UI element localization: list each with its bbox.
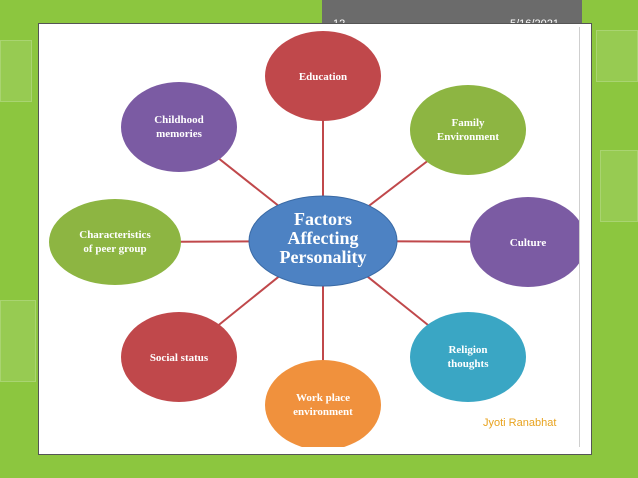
node-childhood-label: Childhood: [154, 114, 204, 126]
node-education-label: Education: [299, 71, 347, 83]
node-religion: Religion thoughts: [410, 312, 526, 402]
node-culture-label: Culture: [510, 237, 547, 249]
node-workplace-label-2: environment: [293, 406, 353, 418]
node-childhood: Childhood memories: [121, 82, 237, 172]
node-education-circle: [265, 31, 381, 121]
node-peer-label-2: of peer group: [83, 243, 146, 255]
node-culture-circle: [470, 197, 579, 287]
node-childhood-circle: [121, 82, 237, 172]
center-node-label-2: Affecting: [288, 228, 359, 248]
factor-nodes: EducationFamilyEnvironmentCultureReligio…: [49, 31, 579, 447]
node-family-label: Family: [452, 117, 485, 129]
node-family-circle: [410, 85, 526, 175]
author-credit: Jyoti Ranabhat: [483, 417, 557, 429]
node-peer-circle: [49, 199, 181, 285]
node-workplace: Work place environment: [265, 360, 381, 447]
background-tile: [600, 150, 638, 222]
node-religion-label-2: thoughts: [448, 358, 490, 370]
background-tile: [596, 30, 638, 82]
node-education: Education: [265, 31, 381, 121]
node-culture: Culture: [470, 197, 579, 287]
background-tile: [0, 40, 32, 102]
center-node-circle: [248, 195, 398, 287]
node-social-circle: [121, 312, 237, 402]
node-family-label-2: Environment: [437, 131, 499, 143]
node-peer: Characteristics of peer group: [49, 199, 181, 285]
node-religion-label: Religion: [448, 344, 487, 356]
node-religion-circle: [410, 312, 526, 402]
node-workplace-label: Work place: [296, 392, 350, 404]
personality-factors-diagram: EducationFamilyEnvironmentCultureReligio…: [49, 31, 579, 447]
node-social: Social status: [121, 312, 237, 402]
node-workplace-circle: [265, 360, 381, 447]
center-node-label-3: Personality: [280, 247, 367, 267]
node-social-label: Social status: [150, 352, 209, 364]
center-node-label-1: Factors: [294, 209, 352, 229]
node-childhood-label-2: memories: [156, 128, 203, 140]
node-peer-label: Characteristics: [79, 229, 151, 241]
background-tile: [0, 300, 36, 382]
slide-header-bar: [322, 0, 582, 24]
